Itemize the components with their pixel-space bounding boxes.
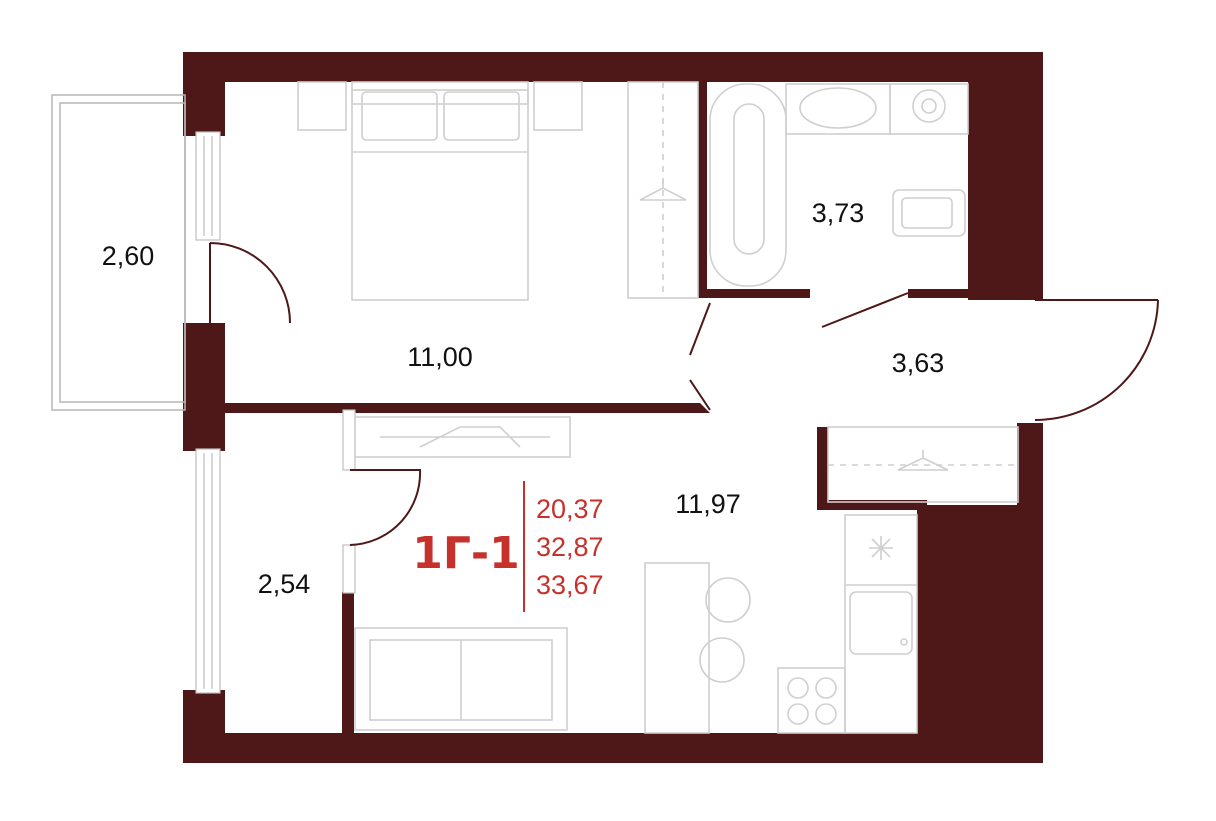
wall-left-top (183, 52, 225, 136)
tv (380, 426, 550, 448)
pillow-left (361, 91, 438, 141)
kitchen-sink (849, 591, 913, 655)
bed (351, 89, 529, 301)
wall-left-bottom (183, 690, 225, 763)
bedroom-furniture (297, 81, 699, 301)
wall-bedroom-bottom (225, 403, 710, 413)
washing-machine-drum (912, 89, 946, 123)
wall-left-mid (183, 323, 225, 451)
sink-counter (785, 83, 891, 135)
washing-machine (889, 83, 969, 135)
wall-hall-wardrobe-bottom (817, 500, 927, 510)
pillow-right (443, 91, 520, 141)
area-living: 20,37 (536, 494, 604, 524)
hanger-icon (639, 180, 687, 201)
apartment-code: 1Г-1 (412, 528, 520, 579)
bathroom-furniture (709, 83, 969, 287)
room-area-balcony: 2,60 (102, 241, 155, 271)
window-bedroom (195, 131, 221, 241)
door-loggia (349, 469, 422, 546)
bed-headboard (351, 81, 529, 105)
kitchen-table (644, 562, 710, 734)
stove (777, 667, 846, 734)
wall-top (183, 52, 1043, 82)
living-furniture (354, 416, 918, 734)
windows (195, 131, 356, 694)
wall-right-upper (968, 52, 1043, 300)
balcony (51, 94, 186, 411)
sofa (354, 627, 568, 731)
room-area-hallway: 3,63 (892, 348, 945, 378)
bathtub-inner (733, 103, 765, 255)
tv-stand (354, 416, 571, 458)
door-bedroom (689, 302, 711, 411)
kitchen-counter (844, 514, 918, 734)
area-total: 32,87 (536, 532, 604, 562)
hanger-icon (897, 450, 949, 471)
wall-living-left (342, 592, 354, 738)
door-entrance (1034, 299, 1159, 421)
window-living-inner (342, 409, 356, 471)
wall-bath-bottom (698, 289, 810, 298)
snowflake-icon (869, 536, 893, 560)
room-area-bathroom: 3,73 (812, 198, 865, 228)
area-total-with-balcony: 33,67 (536, 570, 604, 600)
chair-2 (699, 637, 745, 683)
nightstand-left (297, 81, 347, 131)
wall-right-notch (917, 505, 1027, 763)
wall-bath-bottom-right (908, 289, 978, 298)
doors (209, 242, 1159, 546)
bathtub (709, 83, 787, 287)
toilet (892, 189, 966, 237)
wall-bath-left (698, 82, 707, 298)
walls (183, 52, 1043, 763)
room-area-loggia: 2,54 (258, 569, 311, 599)
window-living (195, 448, 221, 694)
room-area-kitchen-living: 11,97 (675, 489, 741, 519)
door-balcony (209, 242, 291, 324)
nightstand-right (533, 81, 583, 131)
hallway-furniture (827, 426, 1019, 503)
sink (799, 87, 877, 129)
room-area-bedroom: 11,00 (407, 342, 473, 372)
wall-bottom (183, 733, 1043, 763)
chair-1 (705, 577, 751, 623)
wall-hall-wardrobe (817, 427, 828, 509)
window-living-inner-2 (342, 544, 356, 594)
balcony-rail-inner (59, 102, 186, 403)
door-bathroom (821, 292, 909, 328)
